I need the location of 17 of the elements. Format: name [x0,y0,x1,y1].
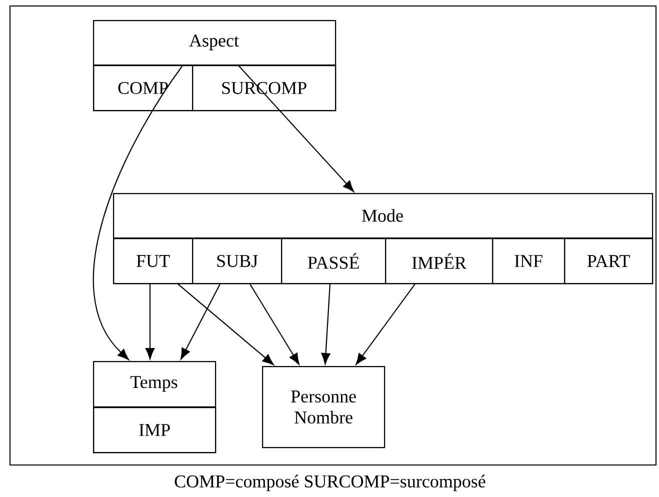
cell: IMPÉR [385,238,494,284]
caption: COMP=composé SURCOMP=surcomposé [174,474,486,492]
cell: SUBJ [192,238,282,284]
arrow [238,64,354,192]
arrow [180,284,220,360]
cell: PASSÉ [281,238,386,284]
arrow [250,284,300,365]
cell: FUT [113,238,194,284]
arrow [145,284,155,360]
cell: IMP [93,406,216,454]
arrow [93,64,184,360]
arrow [178,284,274,366]
cell: PART [564,238,654,284]
arrow [356,284,416,365]
arrow [321,284,331,364]
cell: INF [492,238,566,284]
box: Personne Nombre [262,366,386,448]
